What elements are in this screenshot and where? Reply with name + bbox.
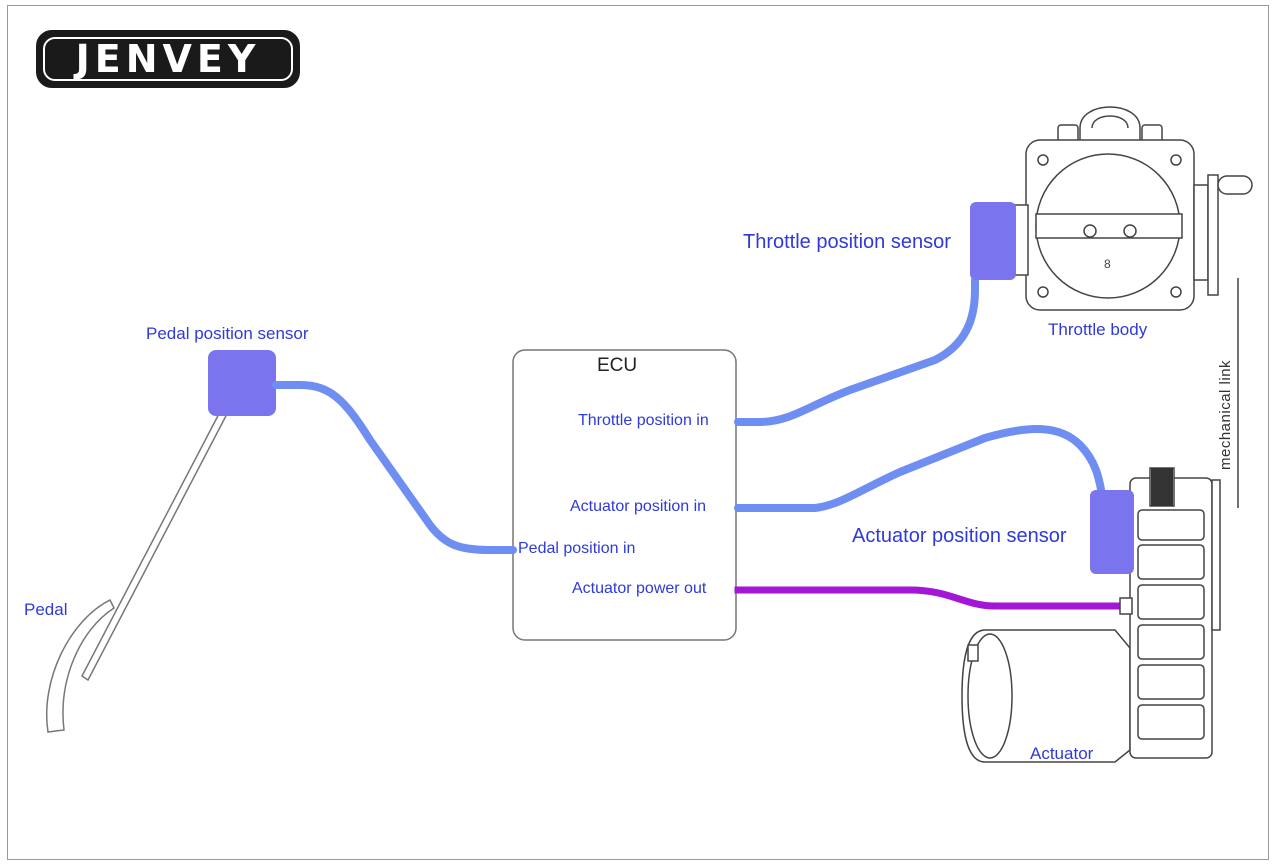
actuator-connector-cap: [1151, 468, 1173, 506]
throttle-position-sensor-block: [970, 202, 1016, 280]
pedal-drawing: [46, 406, 229, 733]
throttle-body-label: Throttle body: [1048, 320, 1148, 339]
pedal-position-in-label: Pedal position in: [518, 540, 636, 557]
pedal-to-ecu-wire: [272, 381, 517, 554]
ecu-to-actuator-sensor-wire: [734, 424, 1106, 512]
pedal-label: Pedal: [24, 600, 68, 619]
signal-wires: [272, 276, 1106, 554]
actuator-power-out-label: Actuator power out: [572, 580, 707, 597]
jenvey-logo-inner: JENVEY: [43, 37, 293, 81]
actuator-position-sensor-block: [1090, 490, 1134, 574]
actuator-label: Actuator: [1030, 744, 1094, 763]
throttle-body-drawing: [1011, 106, 1253, 311]
throttle-position-sensor-label: Throttle position sensor: [743, 231, 951, 253]
pedal-position-sensor-block: [208, 350, 276, 416]
jenvey-logo: JENVEY: [36, 30, 300, 88]
throttle-position-in-label: Throttle position in: [578, 412, 709, 429]
ecu-box: [512, 349, 737, 641]
ecu-to-throttle-sensor-wire: [734, 276, 979, 426]
actuator-position-in-label: Actuator position in: [570, 498, 707, 515]
mechanical-link-label: mechanical link: [1217, 359, 1234, 470]
pedal-position-sensor-label: Pedal position sensor: [146, 324, 309, 343]
actuator-position-sensor-label: Actuator position sensor: [852, 525, 1067, 547]
jenvey-logo-text: JENVEY: [75, 37, 261, 81]
ecu-to-actuator-power-wire: [734, 586, 1124, 610]
actuator-drawing: [961, 467, 1221, 763]
throttle-number-label: 8: [1104, 257, 1111, 271]
ecu-label: ECU: [597, 355, 638, 376]
